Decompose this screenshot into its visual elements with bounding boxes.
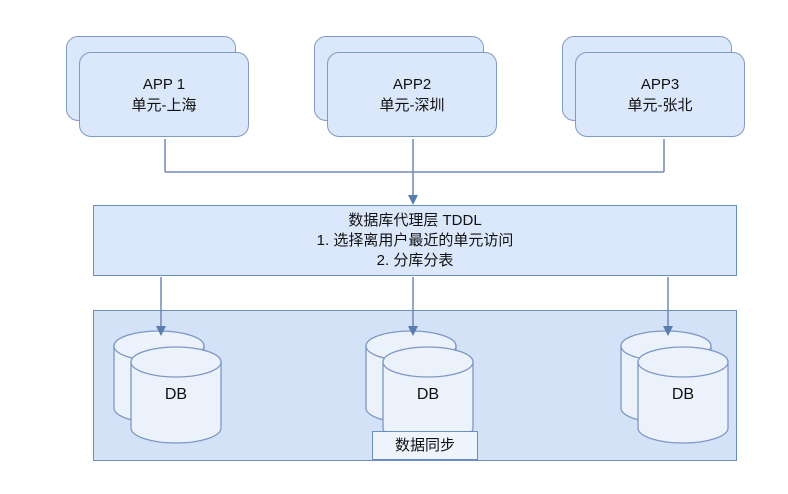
tddl-proxy-node: 数据库代理层 TDDL 1. 选择离用户最近的单元访问 2. 分库分表 (93, 205, 737, 276)
tddl-proxy-rule-1: 1. 选择离用户最近的单元访问 (316, 231, 514, 249)
db-label: DB (416, 386, 440, 403)
app-subtitle: 单元-深圳 (379, 96, 445, 114)
app-title: APP 1 (142, 75, 186, 93)
tddl-proxy-title: 数据库代理层 TDDL (348, 211, 482, 229)
db-cylinder-icon (365, 330, 474, 444)
app-node-zhangbei: APP3 单元-张北 (562, 36, 747, 139)
app-node-shanghai: APP 1 单元-上海 (66, 36, 251, 139)
app-node-shenzhen: APP2 单元-深圳 (314, 36, 499, 139)
app-node-shanghai-box: APP 1 单元-上海 (79, 52, 249, 137)
tddl-proxy-rule-2: 2. 分库分表 (376, 251, 454, 269)
app-subtitle: 单元-上海 (131, 96, 197, 114)
app-node-zhangbei-box: APP3 单元-张北 (575, 52, 745, 137)
db-label: DB (671, 386, 695, 403)
db-label: DB (164, 386, 188, 403)
app-subtitle: 单元-张北 (627, 96, 693, 114)
app-title: APP2 (392, 75, 432, 93)
db-cylinder-icon (620, 330, 729, 444)
db-node-1: DB (106, 330, 226, 445)
db-cylinder-icon (113, 330, 222, 444)
data-sync-label: 数据同步 (372, 431, 478, 460)
app-node-shenzhen-box: APP2 单元-深圳 (327, 52, 497, 137)
db-node-3: DB (613, 330, 733, 445)
app-title: APP3 (640, 75, 680, 93)
db-node-2: DB (358, 330, 478, 445)
